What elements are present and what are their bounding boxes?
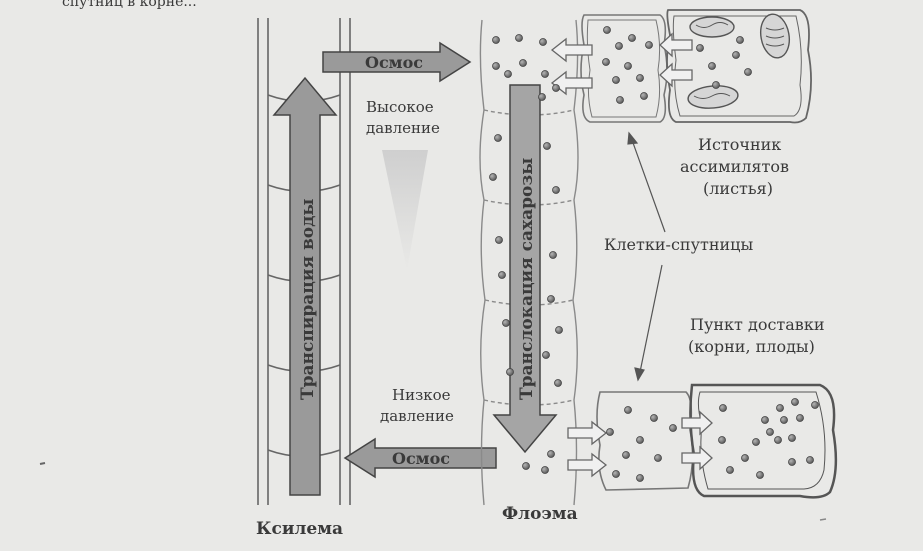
sink-label-line2: (корни, плоды) [688, 337, 815, 356]
chloroplast-icon [687, 13, 791, 109]
high-pressure-label-2: давление [366, 119, 440, 137]
osmosis-label-bottom: Осмос [392, 449, 450, 468]
sink-unloading-arrows [567, 410, 713, 478]
sucrose-molecules [489, 26, 819, 482]
xylem-label: Ксилема [256, 519, 343, 539]
source-loading-arrows [550, 32, 693, 96]
low-pressure-label-2: давление [380, 407, 454, 425]
high-pressure-label-1: Высокое [366, 98, 434, 116]
pressure-gradient-wedge [382, 150, 428, 270]
low-pressure-label-1: Низкое [392, 386, 451, 404]
sucrose-translocation-arrow [492, 84, 558, 454]
osmosis-arrow-bottom [343, 437, 497, 479]
source-label-line1: Источник [698, 135, 781, 154]
leaf-mesophyll-cell [666, 9, 812, 124]
source-label-line2: ассимилятов [680, 157, 789, 176]
companion-cell-sink [596, 391, 694, 491]
smudge-mark [39, 462, 46, 465]
phloem-label: Флоэма [502, 504, 578, 524]
osmosis-arrow-top [322, 41, 472, 83]
sink-label-line1: Пункт доставки [690, 315, 824, 334]
water-transpiration-arrow [272, 76, 338, 496]
source-label-line3: (листья) [703, 179, 773, 198]
header-fragment: спутниц в корне... [62, 0, 197, 10]
companion-pointer-lines [627, 131, 666, 382]
smudge-mark [819, 518, 827, 521]
companion-cell-source [580, 14, 668, 123]
osmosis-label-top: Осмос [365, 53, 423, 72]
sucrose-translocation-label: Транслокация сахарозы [517, 158, 537, 400]
companion-cells-label: Клетки-спутницы [604, 235, 753, 254]
water-transpiration-label: Транспирация воды [298, 199, 318, 400]
